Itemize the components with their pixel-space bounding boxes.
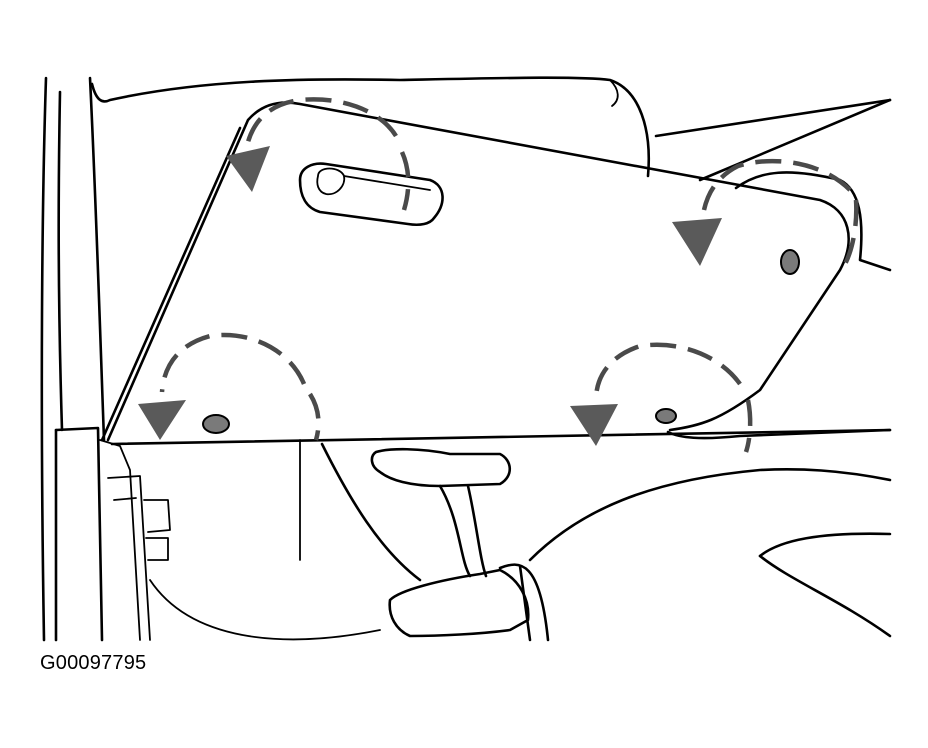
arrow-lower-right-head	[570, 404, 618, 446]
arrow-lower-left-path	[159, 332, 307, 393]
arrow-top-left-head	[226, 146, 270, 192]
fastener-right	[780, 249, 800, 275]
fastener-lower-right	[655, 408, 677, 424]
figure-id-label: G00097795	[40, 652, 147, 674]
arrow-top-right-path	[701, 158, 852, 211]
arrow-lower-left-head	[138, 400, 186, 440]
door-pillar	[40, 76, 171, 642]
lower-dash	[149, 439, 892, 642]
fastener-lower-left	[202, 414, 230, 434]
removal-arrows	[138, 97, 859, 453]
arrow-top-left-path	[243, 97, 398, 151]
arrow-top-right-head	[672, 218, 722, 266]
trim-panel	[100, 101, 892, 446]
dashboard-top	[90, 76, 892, 272]
arrow-lower-right-path	[593, 342, 742, 401]
